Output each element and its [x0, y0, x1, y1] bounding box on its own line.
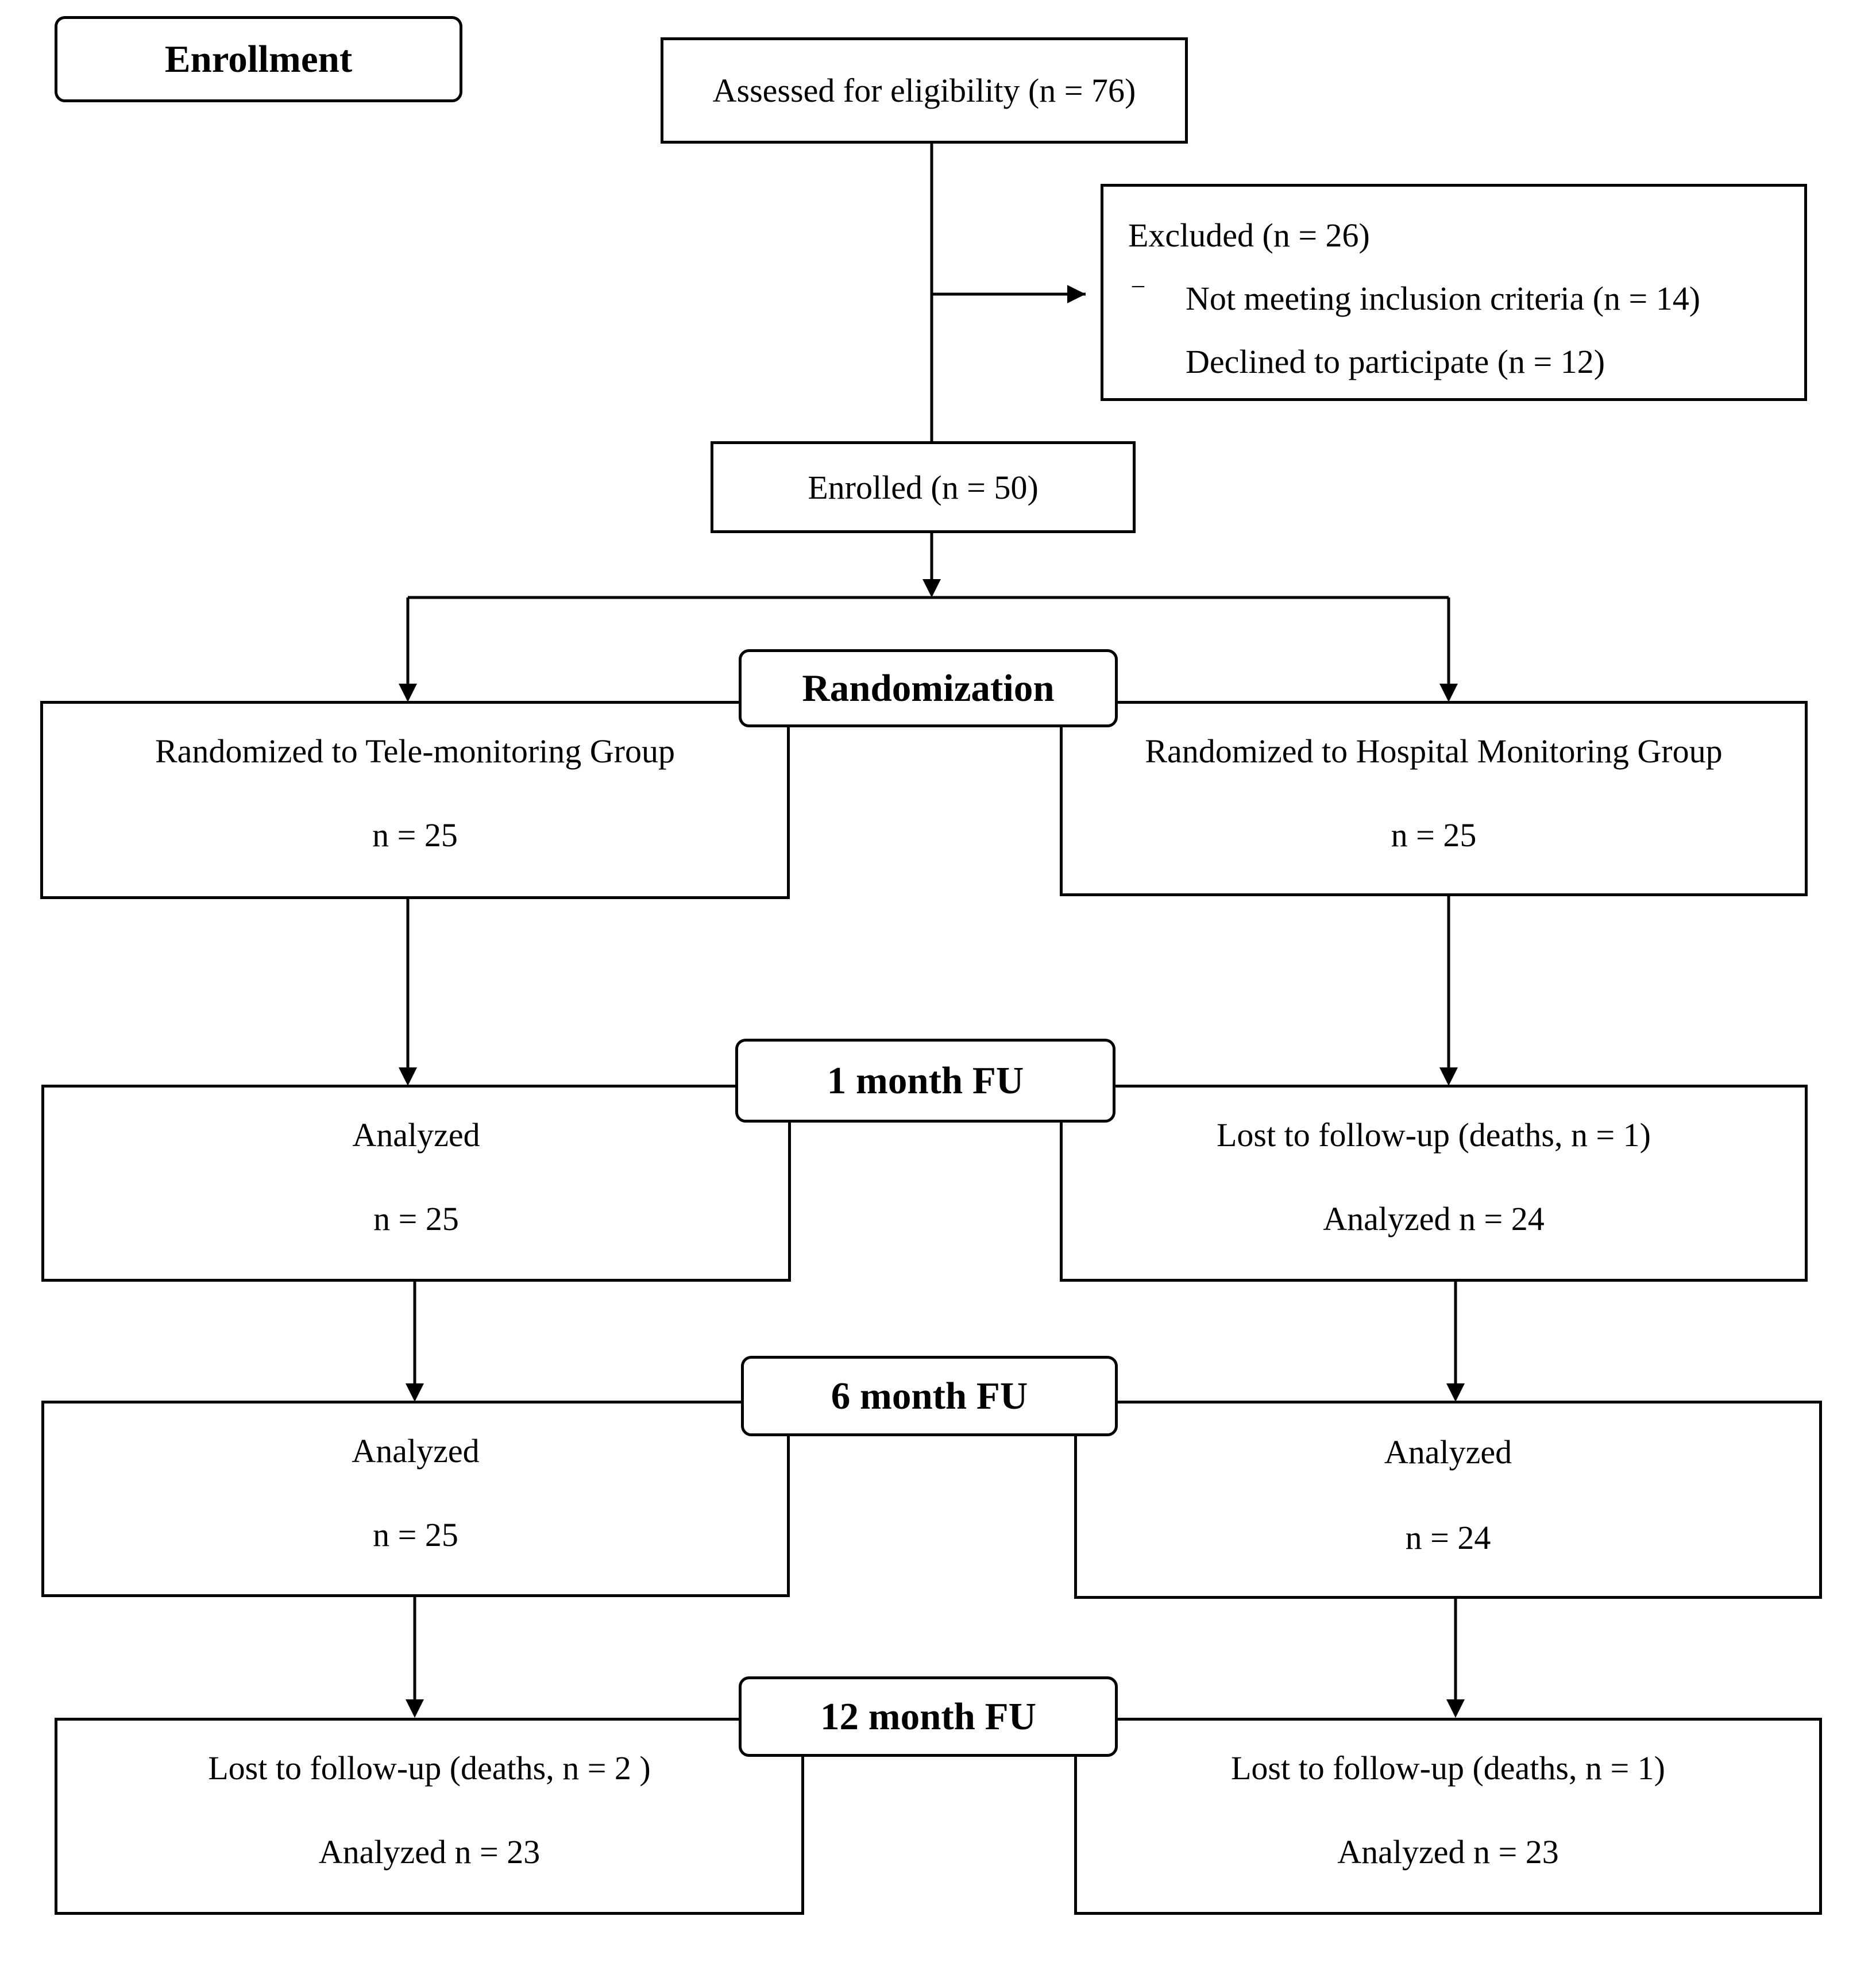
tele-randomized-box: Randomized to Tele-monitoring Group n = … — [40, 701, 790, 899]
excluded-bullet: – — [1132, 272, 1144, 298]
tele-fu6-line2: n = 25 — [373, 1516, 458, 1553]
arrowhead-tele-rand — [399, 684, 417, 702]
enrolled-text: Enrolled (n = 50) — [808, 468, 1039, 506]
hospital-fu6-line2: n = 24 — [1405, 1519, 1491, 1556]
stage-label-6-month-fu-text: 6 month FU — [831, 1374, 1028, 1417]
hospital-fu6-box: Analyzed n = 24 — [1074, 1401, 1822, 1599]
stage-label-12-month-fu: 12 month FU — [739, 1676, 1118, 1757]
stage-label-randomization-text: Randomization — [802, 666, 1055, 710]
excluded-item-declined: Declined to participate (n = 12) — [1186, 343, 1605, 380]
stage-label-enrollment-text: Enrollment — [164, 37, 353, 80]
tele-fu12-box: Lost to follow-up (deaths, n = 2 ) Analy… — [55, 1718, 804, 1915]
arrowhead-excluded — [1067, 285, 1086, 303]
assessed-box: Assessed for eligibility (n = 76) — [661, 37, 1188, 144]
hospital-fu6-line1: Analyzed — [1384, 1433, 1512, 1471]
arrowhead-hosp-fu1 — [1439, 1067, 1458, 1086]
tele-fu12-line1: Lost to follow-up (deaths, n = 2 ) — [208, 1749, 651, 1787]
stage-label-1-month-fu: 1 month FU — [735, 1039, 1115, 1123]
tele-randomized-line2: n = 25 — [372, 816, 458, 854]
arrowhead-enrolled-split — [922, 579, 941, 597]
excluded-box: Excluded (n = 26) – Not meeting inclusio… — [1101, 184, 1807, 401]
excluded-title: Excluded (n = 26) — [1128, 217, 1370, 254]
hospital-randomized-line2: n = 25 — [1391, 816, 1477, 854]
tele-fu1-line1: Analyzed — [352, 1116, 480, 1154]
arrowhead-hosp-fu6 — [1446, 1383, 1465, 1402]
tele-fu12-line2: Analyzed n = 23 — [318, 1833, 541, 1871]
stage-label-enrollment: Enrollment — [55, 16, 462, 102]
hospital-fu12-box: Lost to follow-up (deaths, n = 1) Analyz… — [1074, 1718, 1822, 1915]
hospital-fu1-line1: Lost to follow-up (deaths, n = 1) — [1217, 1116, 1651, 1154]
tele-fu6-box: Analyzed n = 25 — [41, 1401, 790, 1597]
tele-fu1-line2: n = 25 — [373, 1200, 459, 1237]
arrowhead-tele-fu6 — [406, 1383, 424, 1402]
excluded-item-not-meeting: Not meeting inclusion criteria (n = 14) — [1186, 280, 1701, 317]
stage-label-6-month-fu: 6 month FU — [741, 1356, 1118, 1436]
tele-fu6-line1: Analyzed — [352, 1432, 480, 1470]
hospital-fu12-line2: Analyzed n = 23 — [1337, 1833, 1559, 1871]
arrowhead-tele-fu12 — [406, 1699, 424, 1718]
enrolled-box: Enrolled (n = 50) — [711, 441, 1136, 533]
stage-label-randomization: Randomization — [739, 649, 1118, 727]
tele-fu1-box: Analyzed n = 25 — [41, 1085, 791, 1282]
hospital-fu1-line2: Analyzed n = 24 — [1323, 1200, 1545, 1237]
arrowhead-tele-fu1 — [399, 1067, 417, 1086]
hospital-randomized-box: Randomized to Hospital Monitoring Group … — [1060, 701, 1808, 896]
tele-randomized-line1: Randomized to Tele-monitoring Group — [155, 732, 675, 770]
hospital-fu12-line1: Lost to follow-up (deaths, n = 1) — [1231, 1749, 1665, 1787]
stage-label-1-month-fu-text: 1 month FU — [827, 1059, 1024, 1102]
stage-label-12-month-fu-text: 12 month FU — [820, 1695, 1036, 1738]
hospital-randomized-line1: Randomized to Hospital Monitoring Group — [1145, 732, 1723, 770]
hospital-fu1-box: Lost to follow-up (deaths, n = 1) Analyz… — [1060, 1085, 1808, 1282]
arrowhead-hosp-rand — [1439, 684, 1458, 702]
arrowhead-hosp-fu12 — [1446, 1699, 1465, 1718]
assessed-text: Assessed for eligibility (n = 76) — [712, 72, 1136, 109]
